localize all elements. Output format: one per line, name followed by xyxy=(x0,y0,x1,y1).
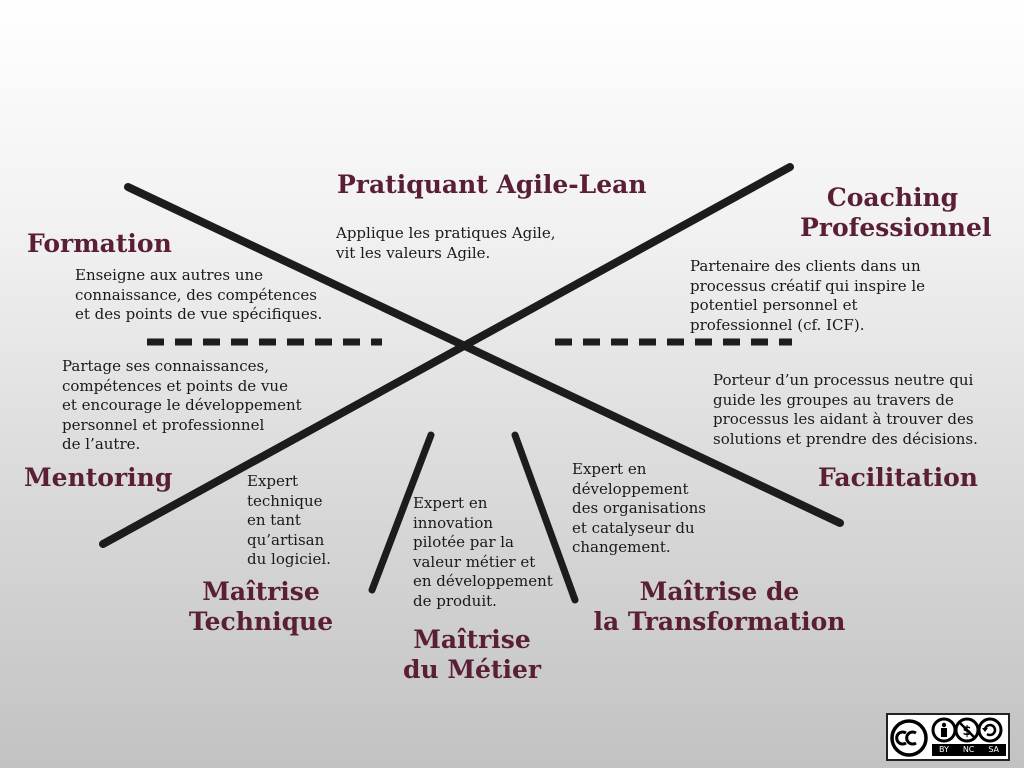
role-desc-agile-lean: Applique les pratiques Agile, vit les va… xyxy=(336,224,556,262)
role-desc-transformation: Expert en développement des organisation… xyxy=(572,460,707,556)
cc-license-badge: $ BY NC SA xyxy=(886,713,1010,761)
role-title-coaching: Coaching Professionnel xyxy=(800,183,992,242)
role-title-technique: Maîtrise Technique xyxy=(188,577,334,636)
role-title-transformation: Maîtrise de la Transformation xyxy=(593,577,846,636)
diagonal-line-descending xyxy=(124,183,844,527)
role-title-formation: Formation xyxy=(27,229,172,258)
cc-icons: $ xyxy=(890,717,1003,757)
cc-term-sa: SA xyxy=(988,745,1000,754)
role-desc-coaching: Partenaire des clients dans un processus… xyxy=(690,257,926,334)
role-desc-mentoring: Partage ses connaissances, compétences e… xyxy=(62,357,302,453)
role-title-agile-lean: Pratiquant Agile-Lean xyxy=(337,170,647,199)
role-desc-facilitation: Porteur d’un processus neutre qui guide … xyxy=(713,371,978,448)
role-desc-formation: Enseigne aux autres une connaissance, de… xyxy=(75,266,323,323)
short-line-right xyxy=(511,431,579,604)
sa-icon xyxy=(977,717,1003,743)
cc-term-nc: NC xyxy=(962,745,975,754)
role-desc-technique: Expert technique en tant qu’artisan du l… xyxy=(247,472,331,568)
role-title-facilitation: Facilitation xyxy=(818,463,978,492)
role-desc-metier: Expert en innovation pilotée par la vale… xyxy=(413,494,553,610)
short-line-left xyxy=(368,431,435,594)
role-title-metier: Maîtrise du Métier xyxy=(402,625,542,684)
role-title-mentoring: Mentoring xyxy=(24,463,173,492)
diagonal-line-ascending xyxy=(99,163,794,548)
cc-term-by: BY xyxy=(938,745,949,754)
cc-icon xyxy=(890,719,928,757)
cc-license-terms: BY NC SA xyxy=(932,744,1006,756)
